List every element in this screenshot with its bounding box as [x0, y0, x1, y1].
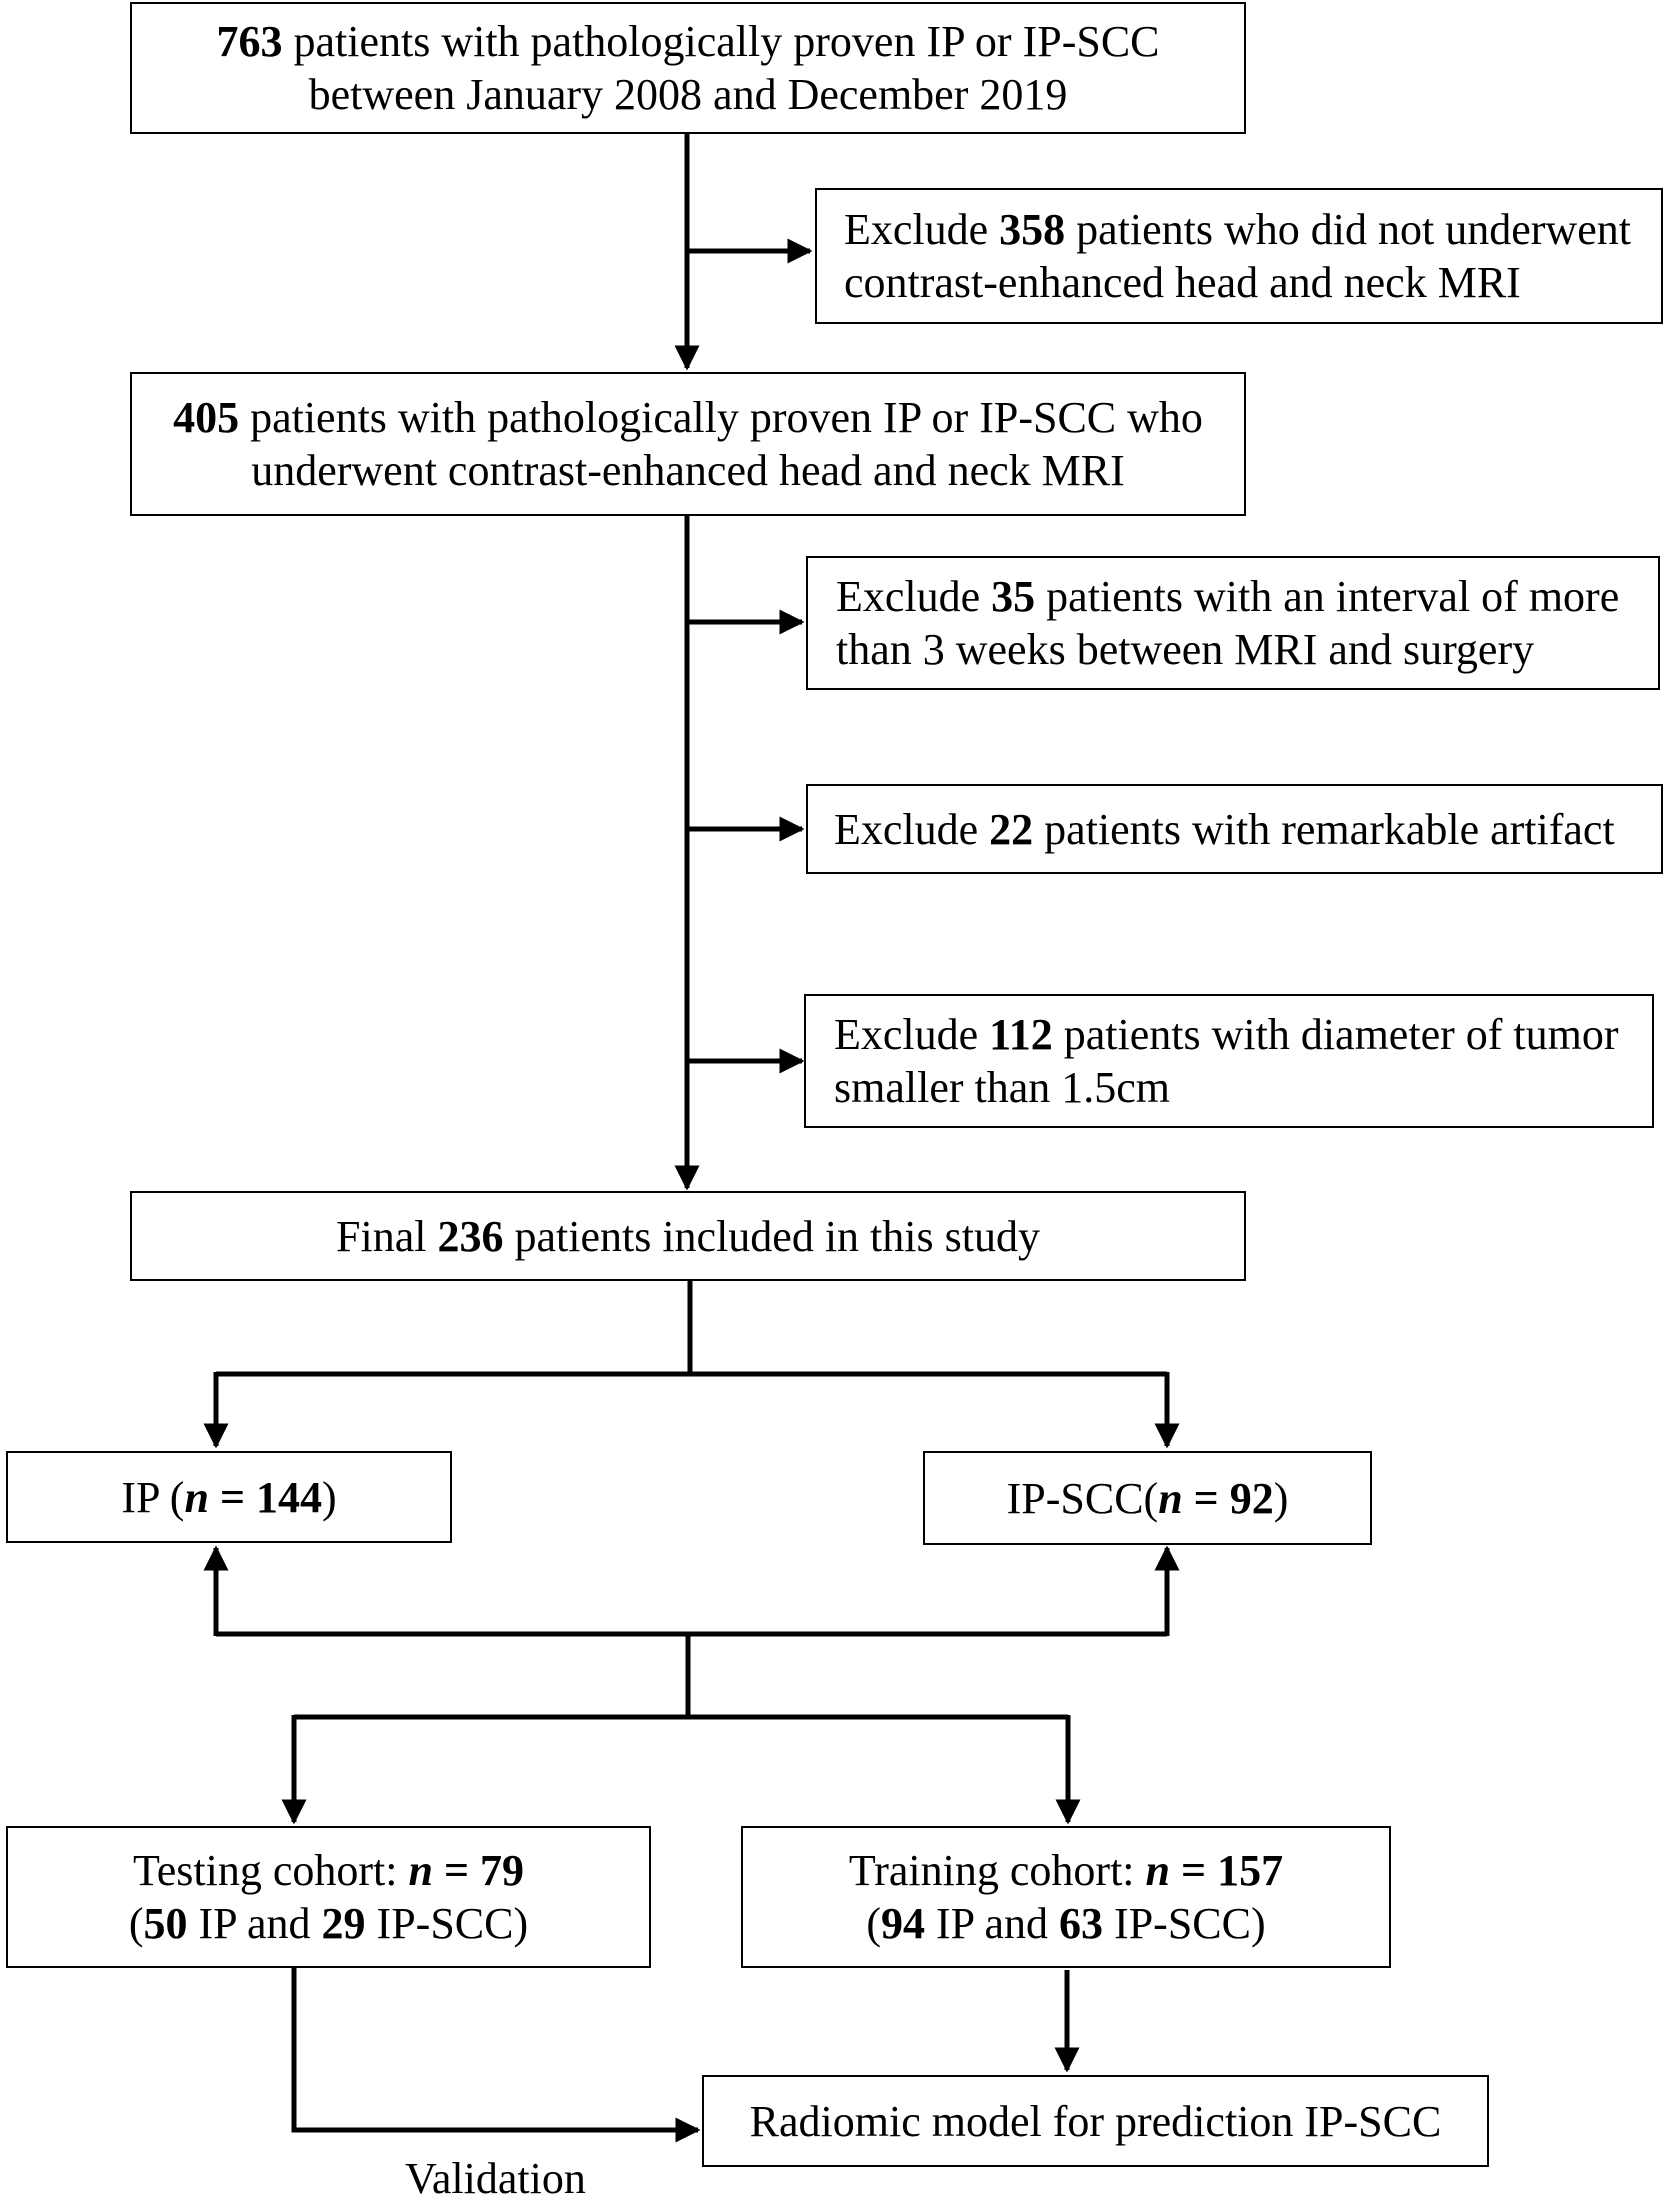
training-cohort-line-2: (94 IP and 63 IP-SCC): [866, 1899, 1266, 1948]
exclude-artifact-line-1: Exclude 22 patients with remarkable arti…: [834, 804, 1615, 854]
mri-population-box: 405 patients with pathologically proven …: [130, 372, 1246, 516]
training-cohort-line-1: Training cohort: n = 157: [848, 1846, 1284, 1895]
initial-line-1: 763 patients with pathologically proven …: [216, 17, 1160, 66]
exclude-no-mri-line-2: contrast-enhanced head and neck MRI: [844, 258, 1521, 307]
training-cohort-box: Training cohort: n = 157 (94 IP and 63 I…: [741, 1826, 1391, 1968]
exclude-diameter-line-2: smaller than 1.5cm: [834, 1063, 1171, 1112]
exclude-no-mri-line-1: Exclude 358 patients who did not underwe…: [844, 205, 1631, 254]
exclude-interval-line-2: than 3 weeks between MRI and surgery: [836, 625, 1535, 674]
testing-cohort-line-1: Testing cohort: n = 79: [132, 1846, 525, 1895]
exclude-diameter-box: Exclude 112 patients with diameter of tu…: [804, 994, 1654, 1128]
radiomic-model-label: Radiomic model for prediction IP-SCC: [749, 2096, 1442, 2146]
exclude-interval-box: Exclude 35 patients with an interval of …: [806, 556, 1660, 690]
testing-cohort-line-2: (50 IP and 29 IP-SCC): [128, 1899, 529, 1948]
exclude-artifact-box: Exclude 22 patients with remarkable arti…: [806, 784, 1663, 874]
testing-cohort-box: Testing cohort: n = 79 (50 IP and 29 IP-…: [6, 1826, 651, 1968]
initial-population-box: 763 patients with pathologically proven …: [130, 2, 1246, 134]
mri-line-2: underwent contrast-enhanced head and nec…: [251, 446, 1125, 495]
exclude-diameter-line-1: Exclude 112 patients with diameter of tu…: [834, 1010, 1619, 1059]
validation-label: Validation: [405, 2154, 586, 2203]
exclude-interval-line-1: Exclude 35 patients with an interval of …: [836, 572, 1620, 621]
ip-group-label: IP (n = 144): [121, 1472, 337, 1522]
final-cohort-line: Final 236 patients included in this stud…: [336, 1211, 1040, 1261]
ipscc-group-box: IP-SCC(n = 92): [923, 1451, 1372, 1545]
ipscc-group-label: IP-SCC(n = 92): [1006, 1473, 1289, 1523]
exclude-no-mri-box: Exclude 358 patients who did not underwe…: [815, 188, 1663, 324]
arrow-testing-to-model: [291, 1963, 701, 2143]
ip-group-box: IP (n = 144): [6, 1451, 452, 1543]
initial-line-2: between January 2008 and December 2019: [308, 70, 1068, 119]
radiomic-model-box: Radiomic model for prediction IP-SCC: [702, 2075, 1489, 2167]
mri-line-1: 405 patients with pathologically proven …: [173, 393, 1203, 442]
final-cohort-box: Final 236 patients included in this stud…: [130, 1191, 1246, 1281]
